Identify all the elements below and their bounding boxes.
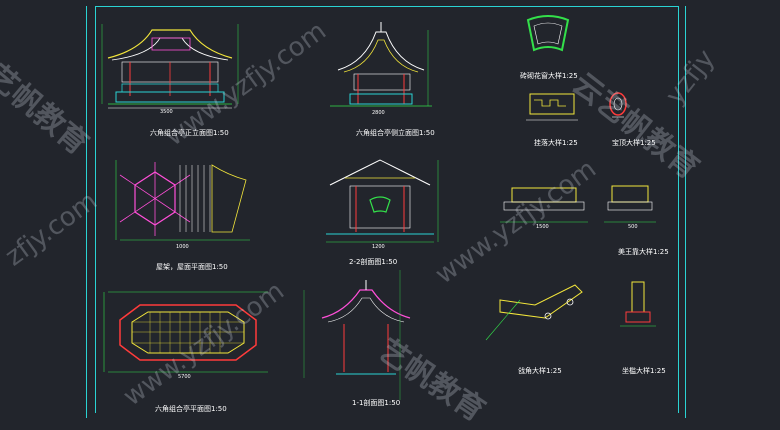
finial-drawing xyxy=(609,92,627,118)
label-section-2-2: 2-2剖面图1:50 xyxy=(349,258,398,266)
seat-detail-drawing xyxy=(620,281,656,327)
label-side-elevation: 六角组合亭侧立面图1:50 xyxy=(356,129,435,137)
label-hanging-fascia: 挂落大样1:25 xyxy=(534,139,578,147)
label-bench-detail: 美王靠大样1:25 xyxy=(618,248,669,256)
cad-drawing-canvas xyxy=(101,15,656,400)
side-elevation-drawing xyxy=(330,22,432,107)
dimension-text: 1500 xyxy=(536,224,549,230)
label-seat-detail: 坐槛大样1:25 xyxy=(622,367,666,375)
label-brick-window: 砖砌花窗大样1:25 xyxy=(520,72,578,80)
dimension-text: 2800 xyxy=(372,110,385,116)
label-front-elevation: 六角组合亭正立面图1:50 xyxy=(150,129,229,137)
section-1-1-drawing xyxy=(303,270,411,400)
label-pavilion-plan: 六角组合亭平面图1:50 xyxy=(155,405,227,413)
drawing-inner-border xyxy=(95,6,679,413)
brick-window-drawing xyxy=(526,15,570,52)
dimension-text: 1000 xyxy=(176,244,189,250)
hanging-fascia-drawing xyxy=(526,93,578,121)
dimension-text: 1200 xyxy=(372,244,385,250)
roof-frame-plan-drawing xyxy=(115,160,250,241)
label-roof-frame-plan: 屋架，屋面平面图1:50 xyxy=(156,263,228,271)
drawing-outer-border xyxy=(86,6,686,418)
label-section-1-1: 1-1剖面图1:50 xyxy=(352,399,401,407)
pavilion-plan-drawing xyxy=(103,291,268,373)
dimension-text: 3500 xyxy=(160,109,173,115)
section-2-2-drawing xyxy=(326,159,439,243)
front-elevation-drawing xyxy=(101,24,239,109)
corner-detail-drawing xyxy=(485,284,583,341)
dimension-text: 5700 xyxy=(178,374,191,380)
bench-detail-drawing xyxy=(500,185,656,223)
label-corner-detail: 戗角大样1:25 xyxy=(518,367,562,375)
label-finial: 宝顶大样1:25 xyxy=(612,139,656,147)
dimension-text: 500 xyxy=(628,224,638,230)
